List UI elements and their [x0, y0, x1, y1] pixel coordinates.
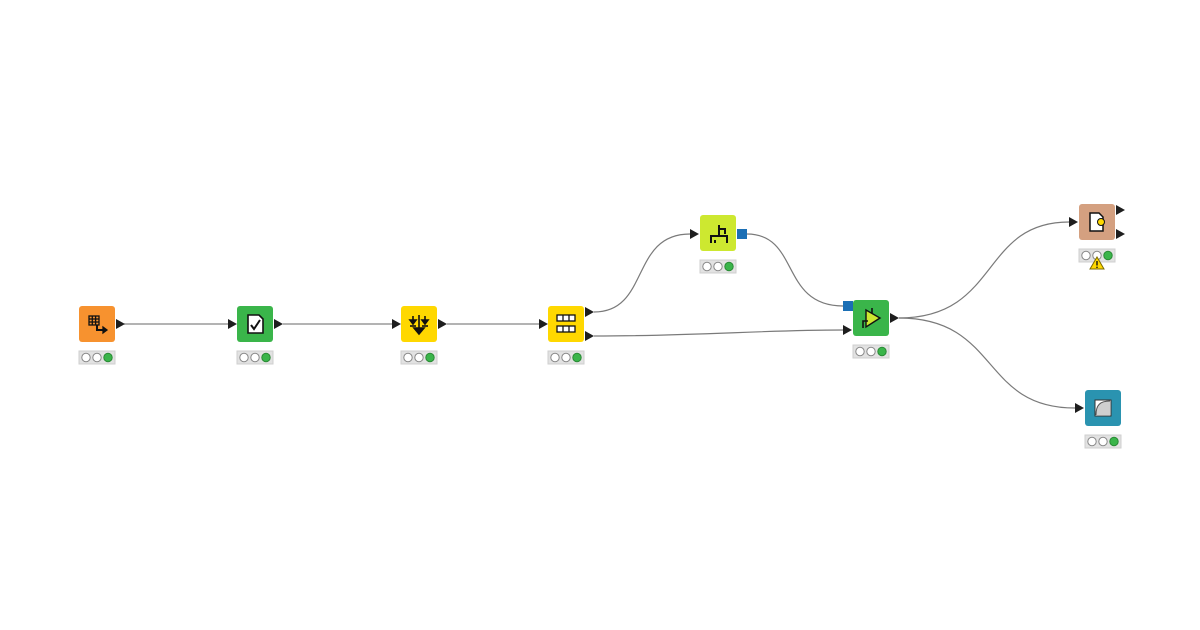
status-bar	[547, 350, 585, 365]
status-lamp-yellow	[713, 261, 723, 272]
node-validator[interactable]	[228, 306, 283, 342]
status-lamp-green	[103, 352, 113, 363]
status-bar	[78, 350, 116, 365]
node-partitioning[interactable]	[539, 306, 594, 342]
connection-n4-n6[interactable]	[593, 329, 844, 337]
connection-n6-n7[interactable]	[898, 221, 1070, 319]
output-port[interactable]	[116, 319, 125, 329]
status-lamp-yellow	[414, 352, 424, 363]
document-check-icon	[247, 314, 264, 334]
status-indicators	[78, 248, 1122, 449]
input-port[interactable]	[1075, 403, 1084, 413]
status-lamp-yellow	[1098, 436, 1108, 447]
input-port[interactable]	[690, 229, 699, 239]
output-port-1[interactable]	[1116, 205, 1125, 215]
column-filter-arrows-icon	[408, 315, 430, 336]
status-lamp-green	[1109, 436, 1119, 447]
status-bar	[699, 259, 737, 274]
node-column-filter[interactable]	[392, 306, 447, 342]
model-input-port[interactable]	[843, 301, 853, 311]
connection-n5-n6[interactable]	[746, 233, 844, 307]
status-lamp-green	[877, 346, 887, 357]
warning-icon-dot	[1096, 266, 1098, 269]
connection-n4-n5[interactable]	[593, 233, 691, 313]
status-lamp-red	[403, 352, 413, 363]
node-body[interactable]	[548, 306, 584, 342]
table-partition-icon	[556, 314, 576, 333]
status-bar	[852, 344, 890, 359]
output-port-2[interactable]	[585, 331, 594, 341]
tree-learner-icon	[710, 225, 728, 243]
output-port-1[interactable]	[585, 307, 594, 317]
node-roc-curve[interactable]	[1075, 390, 1121, 426]
connection-n6-n8[interactable]	[898, 317, 1076, 409]
status-lamp-red	[1087, 436, 1097, 447]
status-lamp-red	[550, 352, 560, 363]
status-lamp-green	[261, 352, 271, 363]
status-lamp-green	[572, 352, 582, 363]
status-lamp-red	[1081, 250, 1091, 261]
input-port[interactable]	[843, 325, 852, 335]
status-lamp-yellow	[866, 346, 876, 357]
output-port[interactable]	[438, 319, 447, 329]
node-decision-tree-learner[interactable]	[690, 215, 747, 251]
status-bar	[1078, 248, 1116, 270]
status-lamp-green	[724, 261, 734, 272]
table-to-variable-icon	[88, 315, 109, 335]
output-port[interactable]	[890, 313, 899, 323]
status-lamp-red	[81, 352, 91, 363]
node-scorer[interactable]	[1069, 204, 1125, 240]
status-lamp-yellow	[250, 352, 260, 363]
input-port[interactable]	[392, 319, 401, 329]
status-lamp-green	[1103, 250, 1113, 261]
output-port-2[interactable]	[1116, 229, 1125, 239]
input-port[interactable]	[539, 319, 548, 329]
input-port[interactable]	[228, 319, 237, 329]
connections	[124, 221, 1076, 409]
document-scorer-icon	[1089, 212, 1105, 232]
status-lamp-green	[425, 352, 435, 363]
node-table-to-variable[interactable]	[79, 306, 125, 342]
status-bar	[1084, 434, 1122, 449]
model-output-port[interactable]	[737, 229, 747, 239]
status-lamp-red	[855, 346, 865, 357]
predictor-play-icon	[862, 308, 882, 329]
status-bar	[400, 350, 438, 365]
status-lamp-red	[239, 352, 249, 363]
status-lamp-yellow	[92, 352, 102, 363]
status-lamp-yellow	[561, 352, 571, 363]
status-lamp-red	[702, 261, 712, 272]
output-port[interactable]	[274, 319, 283, 329]
node-body[interactable]	[79, 306, 115, 342]
status-bar	[236, 350, 274, 365]
roc-curve-icon	[1094, 399, 1112, 417]
input-port[interactable]	[1069, 217, 1078, 227]
node-predictor[interactable]	[843, 300, 899, 336]
